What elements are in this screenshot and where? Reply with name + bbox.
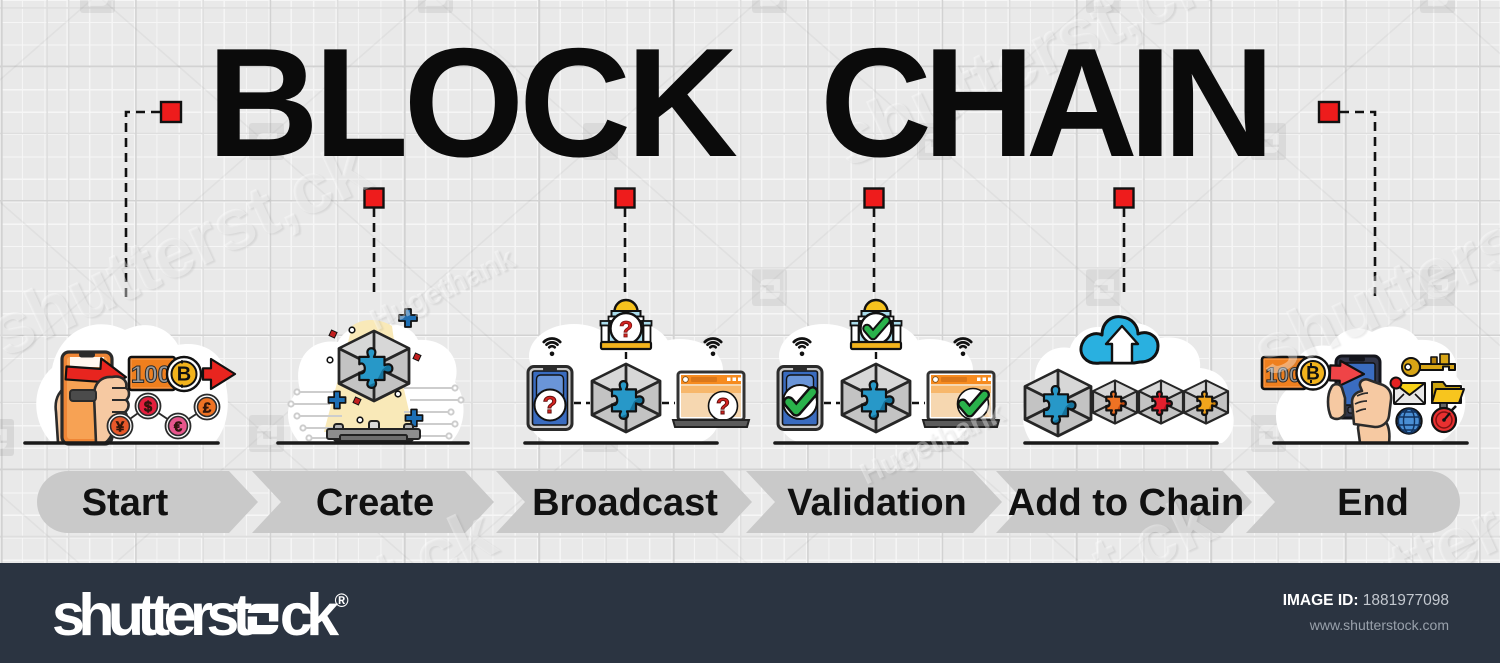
svg-text:$: $ xyxy=(144,399,153,416)
svg-text:£: £ xyxy=(203,400,212,417)
svg-text:B: B xyxy=(177,364,191,386)
svg-text:?: ? xyxy=(543,392,558,419)
svg-text:100: 100 xyxy=(1265,364,1300,387)
svg-text:100: 100 xyxy=(131,362,171,389)
svg-text:¥: ¥ xyxy=(116,419,125,436)
svg-text:?: ? xyxy=(716,393,730,419)
svg-text:?: ? xyxy=(619,316,633,342)
svg-text:B: B xyxy=(1306,364,1320,385)
svg-text:€: € xyxy=(174,419,183,436)
